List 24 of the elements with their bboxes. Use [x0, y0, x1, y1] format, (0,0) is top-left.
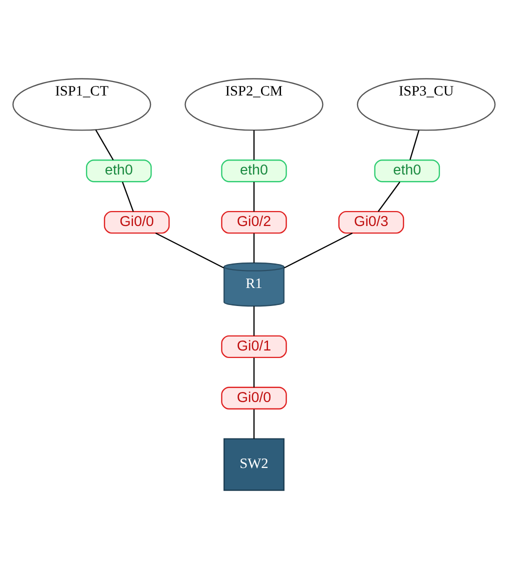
- node-box: eth0: [374, 159, 440, 182]
- node-ellipse: ISP1_CT: [12, 78, 152, 130]
- connector: [253, 232, 255, 262]
- connector: [253, 182, 255, 212]
- connector: [378, 181, 400, 212]
- connector: [253, 357, 255, 387]
- connector: [253, 130, 255, 160]
- connector: [155, 232, 224, 268]
- node-box: Gi0/2: [221, 210, 287, 234]
- connector: [122, 181, 134, 212]
- node-box: eth0: [221, 159, 287, 182]
- node-box: Gi0/0: [104, 210, 170, 234]
- node-box: Gi0/3: [338, 210, 404, 234]
- node-ellipse: ISP3_CU: [356, 78, 496, 130]
- connector: [409, 130, 420, 160]
- node-ellipse: ISP2_CM: [184, 78, 324, 130]
- node-box: Gi0/0: [221, 386, 287, 409]
- connector: [253, 306, 255, 336]
- node-box: SW2: [224, 438, 284, 490]
- connector: [253, 408, 255, 438]
- node-box: eth0: [86, 159, 152, 182]
- node-box: Gi0/1: [221, 334, 287, 358]
- connector: [284, 232, 353, 268]
- connector: [95, 129, 114, 160]
